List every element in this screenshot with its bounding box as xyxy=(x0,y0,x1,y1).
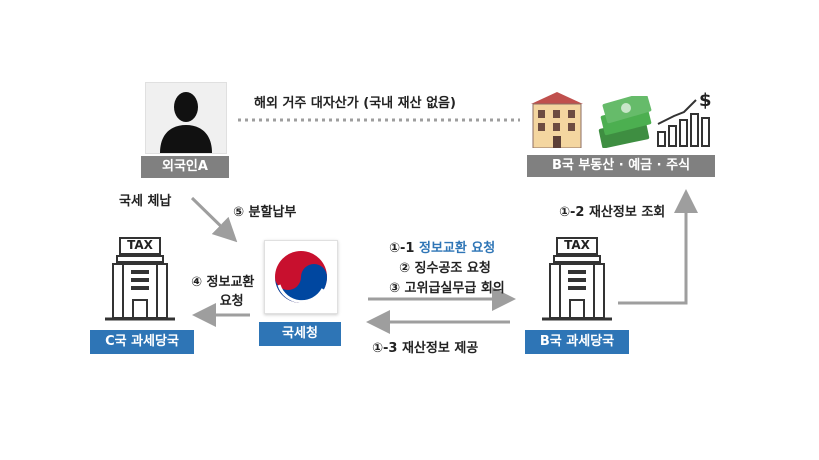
request-captions: ①-1 정보교환 요청 ② 징수공조 요청 ③ 고위급실무급 회의 xyxy=(389,239,505,299)
installment-caption: ⑤ 분할납부 xyxy=(233,205,297,220)
arrow-foreigner-to-nts xyxy=(190,196,238,243)
overseas-wealthy-caption: 해외 거주 대자산가 (국내 재산 없음) xyxy=(254,96,456,111)
c-tax-building-icon xyxy=(103,236,177,322)
arrow-b-to-assets xyxy=(618,189,698,305)
foreigner-label: 외국인A xyxy=(141,156,229,178)
building-icon xyxy=(527,90,587,148)
b-tax-sign: TAX xyxy=(564,238,590,252)
info-exchange-caption: ①-1 정보교환 요청 xyxy=(389,239,505,259)
asset-provide-caption: ①-3 재산정보 제공 xyxy=(372,341,479,356)
senior-meeting-caption: ③ 고위급실무급 회의 xyxy=(389,281,505,296)
cash-stack-icon xyxy=(596,96,654,148)
growth-chart-icon xyxy=(656,94,718,148)
b-tax-authority-label: B국 과세당국 xyxy=(525,330,629,354)
asset-query-caption: ①-2 재산정보 조회 xyxy=(559,205,666,220)
nts-taegeuk-logo-icon xyxy=(264,240,338,314)
collection-aid-caption: ② 징수공조 요청 xyxy=(399,261,491,276)
nts-label: 국세청 xyxy=(259,322,341,346)
c-tax-sign: TAX xyxy=(127,238,153,252)
info-exchange-request-caption: ④ 정보교환 요청 xyxy=(191,273,254,311)
info-exchange-request-line2: 요청 xyxy=(219,294,244,309)
c-tax-authority-label: C국 과세당국 xyxy=(90,330,194,354)
assets-label: B국 부동산 · 예금 · 주식 xyxy=(527,155,715,177)
dollar-sign-icon: $ xyxy=(699,90,712,111)
info-exchange-highlight: 정보교환 요청 xyxy=(418,241,496,256)
person-silhouette-icon xyxy=(145,82,227,154)
info-exchange-request-line1: ④ 정보교환 xyxy=(191,275,255,290)
info-exchange-prefix: ①-1 xyxy=(389,241,419,256)
tax-arrears-caption: 국세 체납 xyxy=(119,194,172,209)
b-tax-building-icon xyxy=(540,236,614,322)
